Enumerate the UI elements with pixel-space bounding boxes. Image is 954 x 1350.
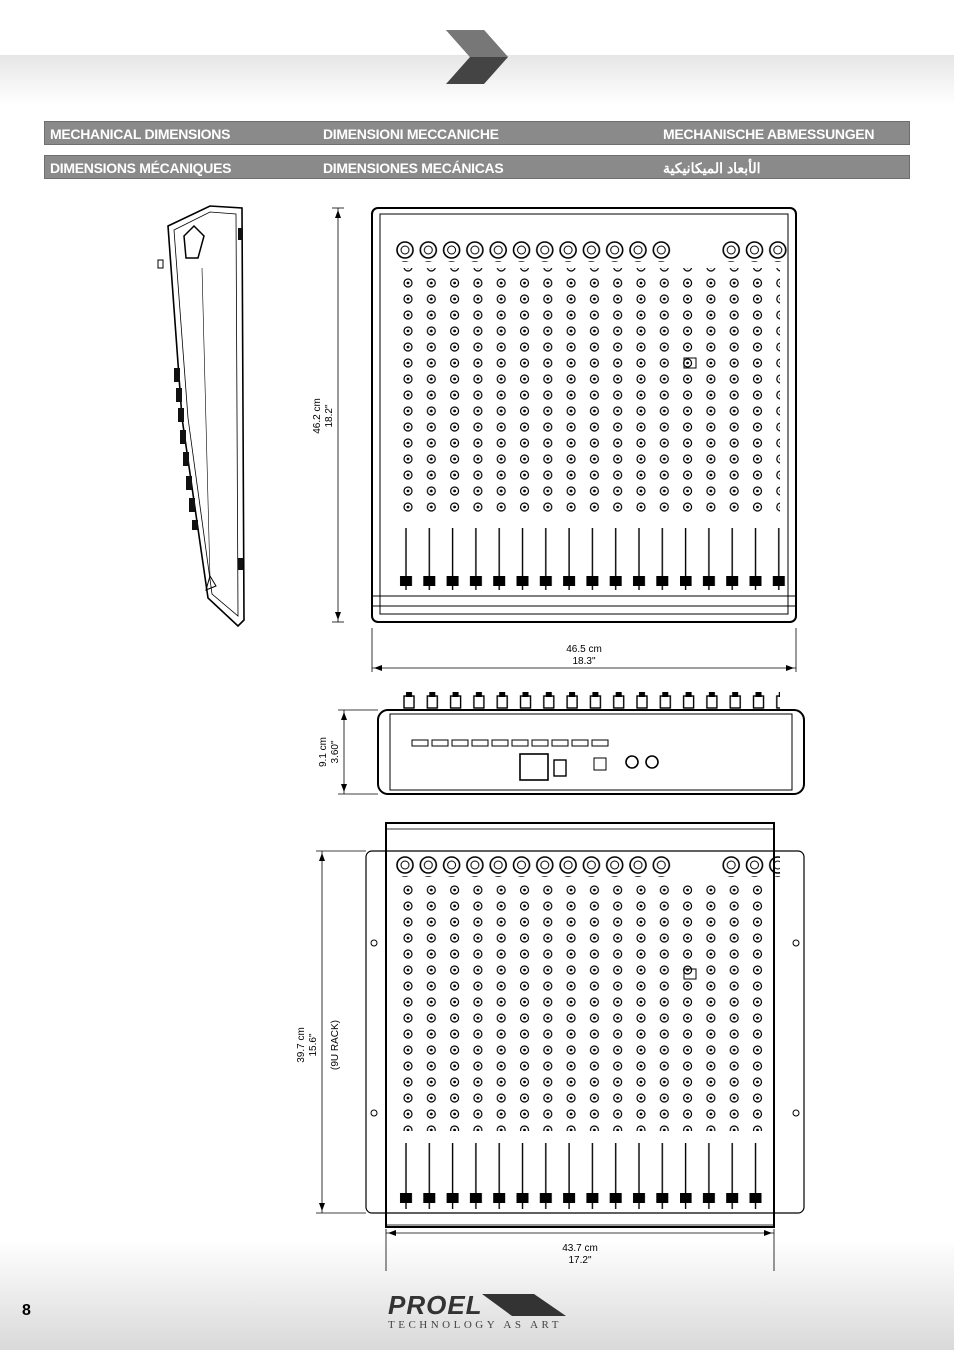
rear-height-cm: 9.1 cm	[318, 737, 329, 767]
rack-depth-cm: 39.7 cm	[296, 1027, 307, 1063]
rack-width-in: 17.2"	[568, 1255, 591, 1266]
header-dimensioni-meccaniche: DIMENSIONI MECCANICHE	[323, 126, 499, 142]
brand-tagline: TECHNOLOGY AS ART	[388, 1319, 562, 1331]
header-dimensions-mecaniques: DIMENSIONS MÉCANIQUES	[50, 160, 232, 176]
page-number: 8	[22, 1302, 31, 1319]
header-bar-row-1: MECHANICAL DIMENSIONS DIMENSIONI MECCANI…	[44, 121, 910, 145]
top-depth-in: 18.2"	[324, 404, 335, 427]
rack-view-drawing: 43.7 cm 17.2" 39.7 cm 15.6" (9U RACK)	[296, 822, 805, 1271]
rear-height-in: 3.60"	[330, 740, 341, 763]
top-view-drawing: 46.5 cm 18.3" 46.2 cm 18.2"	[312, 207, 797, 672]
header-bar-row-2: DIMENSIONS MÉCANIQUES DIMENSIONES MECÁNI…	[44, 155, 910, 179]
rear-view-drawing: 9.1 cm 3.60"	[318, 692, 805, 795]
header-dimensiones-mecanicas: DIMENSIONES MECÁNICAS	[323, 160, 504, 176]
rack-depth-in: 15.6"	[308, 1033, 319, 1056]
brand-logo: PROEL	[388, 1290, 483, 1320]
handle-icon	[183, 224, 205, 259]
header-mechanical-dimensions: MECHANICAL DIMENSIONS	[50, 126, 231, 142]
brand-swoosh-icon	[482, 1294, 566, 1316]
top-width-cm: 46.5 cm	[566, 644, 602, 655]
bottom-gradient-band	[0, 1240, 954, 1350]
rack-units: (9U RACK)	[330, 1020, 341, 1070]
rack-width-cm: 43.7 cm	[562, 1243, 598, 1254]
side-view-drawing	[157, 205, 245, 628]
header-mechanische-abmessungen: MECHANISCHE ABMESSUNGEN	[663, 126, 875, 142]
top-width-in: 18.3"	[572, 656, 595, 667]
header-arabic-dimensions: الأبعاد الميكانيكية	[663, 160, 761, 176]
top-depth-cm: 46.2 cm	[312, 398, 323, 434]
chevron-arrow-icon	[446, 30, 508, 84]
